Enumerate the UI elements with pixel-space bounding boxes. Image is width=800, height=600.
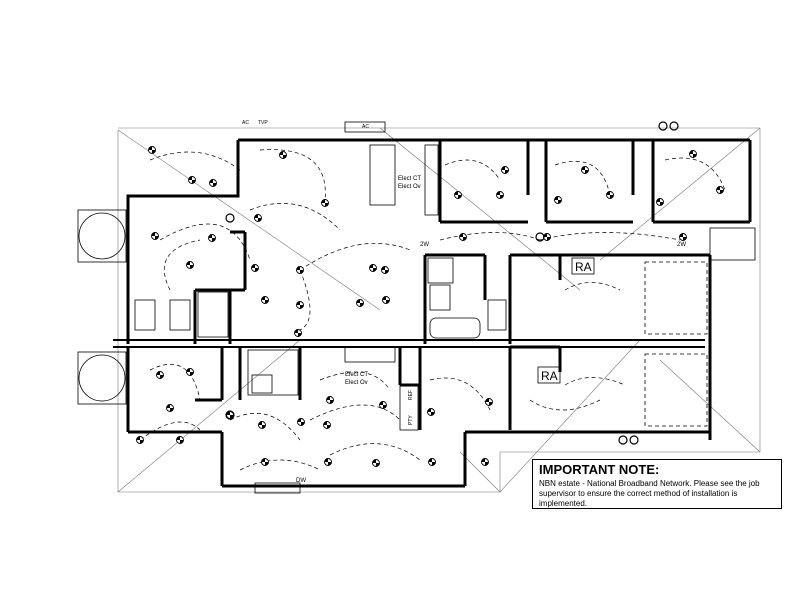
ceiling-light-icon bbox=[485, 398, 493, 406]
ceiling-light-icon bbox=[501, 166, 509, 174]
ceiling-light-icon bbox=[356, 299, 364, 307]
ceiling-light-icon bbox=[369, 264, 377, 272]
ceiling-light-icon bbox=[261, 296, 269, 304]
top-label-tvp: TVP bbox=[258, 120, 268, 126]
ceiling-light-icon bbox=[323, 421, 331, 429]
ceiling-light-icon bbox=[294, 329, 302, 337]
roof-outline bbox=[117, 127, 761, 493]
kitchen-appliance-label-lower-1: Elect CT bbox=[345, 372, 368, 378]
important-note: IMPORTANT NOTE: NBN estate - National Br… bbox=[532, 459, 782, 509]
kitchen-appliance-label-lower-2: Elect Ov bbox=[345, 380, 368, 386]
ceiling-light-icon bbox=[324, 458, 332, 466]
ceiling-light-icon bbox=[428, 458, 436, 466]
ceiling-light-icon bbox=[136, 436, 144, 444]
room-label-ra-lower: RA bbox=[541, 369, 558, 383]
important-note-body: NBN estate - National Broadband Network.… bbox=[539, 479, 760, 508]
power-point-icon bbox=[669, 121, 679, 131]
ceiling-light-icon bbox=[459, 233, 467, 241]
room-label-ra-upper: RA bbox=[575, 260, 592, 274]
ceiling-light-icon bbox=[254, 214, 262, 222]
ceiling-lights bbox=[136, 146, 724, 467]
power-point-icon bbox=[225, 213, 235, 223]
kitchen-appliance-label-upper-1: Elect CT bbox=[398, 176, 421, 182]
ceiling-light-icon bbox=[481, 458, 489, 466]
ceiling-light-icon bbox=[279, 151, 287, 159]
ceiling-light-icon bbox=[679, 233, 687, 241]
ceiling-light-icon bbox=[427, 408, 435, 416]
power-point-icon bbox=[618, 435, 628, 445]
ceiling-light-icon bbox=[166, 404, 174, 412]
ref-label: REF bbox=[408, 390, 414, 400]
ceiling-light-icon bbox=[543, 233, 551, 241]
important-note-title: IMPORTANT NOTE: bbox=[539, 462, 660, 477]
power-point-icon bbox=[225, 410, 235, 420]
power-point-icon bbox=[535, 232, 545, 242]
ceiling-light-icon bbox=[261, 458, 269, 466]
ceiling-light-icon bbox=[296, 301, 304, 309]
ceiling-light-icon bbox=[188, 176, 196, 184]
ceiling-light-icon bbox=[176, 436, 184, 444]
ceiling-light-icon bbox=[326, 396, 334, 404]
ceiling-light-icon bbox=[716, 186, 724, 194]
ceiling-light-icon bbox=[151, 232, 159, 240]
switch-label-2w: 2W bbox=[420, 242, 429, 248]
power-point-icon bbox=[629, 435, 639, 445]
ceiling-light-icon bbox=[258, 421, 266, 429]
kitchen-appliance-label-upper-2: Elect Ov bbox=[398, 184, 421, 190]
top-label-ac: AC bbox=[242, 120, 249, 126]
switch-circuits bbox=[139, 149, 726, 471]
ceiling-light-icon bbox=[454, 191, 462, 199]
ceiling-light-icon bbox=[382, 296, 390, 304]
walls bbox=[113, 138, 752, 488]
ceiling-light-icon bbox=[156, 371, 164, 379]
switch-label-2w-b: 2W bbox=[677, 242, 686, 248]
fixtures bbox=[77, 121, 756, 494]
ceiling-light-icon bbox=[372, 459, 380, 467]
top-label-ac-2: AC bbox=[362, 124, 369, 130]
ceiling-light-icon bbox=[656, 198, 664, 206]
ceiling-light-icon bbox=[209, 179, 217, 187]
switch-label-dw: DW bbox=[296, 478, 306, 484]
ceiling-light-icon bbox=[581, 166, 589, 174]
ceiling-light-icon bbox=[606, 191, 614, 199]
ceiling-light-icon bbox=[381, 266, 389, 274]
power-points bbox=[225, 121, 679, 445]
ceiling-light-icon bbox=[321, 199, 329, 207]
ceiling-light-icon bbox=[379, 401, 387, 409]
ceiling-light-icon bbox=[297, 418, 305, 426]
ceiling-light-icon bbox=[554, 196, 562, 204]
pty-label: PTY bbox=[408, 415, 414, 425]
ceiling-light-icon bbox=[186, 261, 194, 269]
ceiling-light-icon bbox=[148, 146, 156, 154]
ceiling-light-icon bbox=[251, 264, 259, 272]
ceiling-light-icon bbox=[186, 368, 194, 376]
ceiling-light-icon bbox=[296, 266, 304, 274]
power-point-icon bbox=[658, 121, 668, 131]
ceiling-light-icon bbox=[208, 234, 216, 242]
ceiling-light-icon bbox=[496, 191, 504, 199]
ceiling-light-icon bbox=[689, 150, 697, 158]
